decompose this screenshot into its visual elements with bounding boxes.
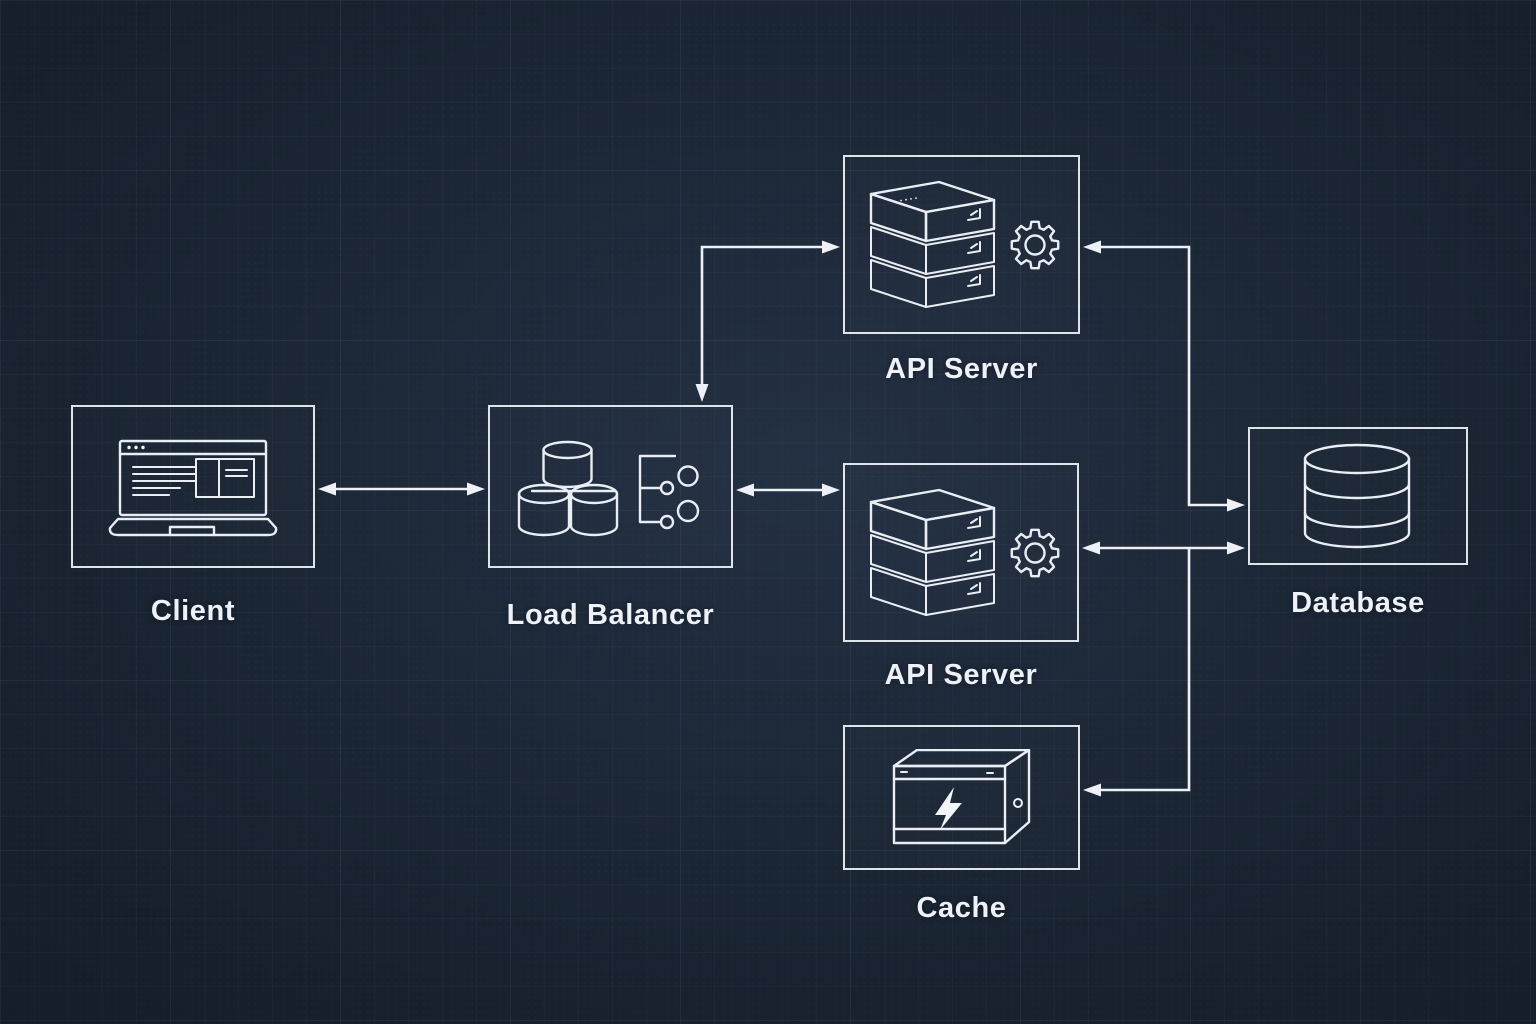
arrowhead-right-icon	[822, 240, 840, 254]
edge-database-cache	[1083, 548, 1191, 797]
arrowhead-right-icon	[1227, 498, 1245, 512]
server-stack-gear-icon	[869, 488, 1059, 616]
node-client: Client	[71, 405, 315, 627]
arrowhead-down-icon	[695, 384, 709, 402]
arrowhead-right-icon	[1227, 541, 1245, 555]
node-api-server-2-label: API Server	[884, 659, 1038, 691]
server-stack-gear-icon	[869, 180, 1060, 308]
node-database-box	[1248, 427, 1468, 565]
node-api-server-1-label: API Server	[885, 353, 1038, 385]
node-database: Database	[1248, 427, 1468, 619]
arrowhead-left-icon	[1082, 541, 1100, 555]
node-cache-box	[843, 725, 1080, 870]
node-cache-label: Cache	[916, 892, 1007, 924]
arrowhead-right-icon	[467, 482, 485, 496]
node-api-server-1-box	[843, 155, 1080, 334]
arrowhead-right-icon	[822, 483, 840, 497]
node-cache: Cache	[843, 725, 1080, 924]
laptop-icon	[108, 439, 278, 536]
node-api-server-1: API Server	[843, 155, 1080, 385]
node-load-balancer: Load Balancer	[488, 405, 733, 631]
arrowhead-left-icon	[1083, 783, 1101, 797]
node-load-balancer-box	[488, 405, 733, 568]
server-stack-icon	[869, 180, 996, 308]
load-balancer-icon	[517, 440, 699, 536]
arrowhead-left-icon	[318, 482, 336, 496]
edge-loadbalancer-apiserver2	[736, 483, 840, 497]
edge-client-loadbalancer	[318, 482, 485, 496]
node-client-label: Client	[150, 595, 236, 627]
database-cylinder-icon	[1303, 443, 1411, 549]
node-api-server-2-box	[843, 463, 1079, 642]
edge-apiserver1-database	[1083, 240, 1245, 512]
gear-icon	[1010, 220, 1060, 269]
arrowhead-left-icon	[736, 483, 754, 497]
node-api-server-2: API Server	[843, 463, 1079, 691]
edge-loadbalancer-apiserver1	[695, 240, 840, 402]
node-database-label: Database	[1291, 587, 1425, 619]
cache-box-bolt-icon	[892, 749, 1030, 845]
node-client-box	[71, 405, 315, 568]
server-stack-icon	[869, 488, 995, 616]
node-load-balancer-label: Load Balancer	[506, 599, 715, 631]
lightning-bolt-icon	[934, 787, 962, 830]
arrowhead-left-icon	[1083, 240, 1101, 254]
gear-icon	[1010, 528, 1059, 577]
edge-apiserver2-database	[1082, 541, 1245, 555]
